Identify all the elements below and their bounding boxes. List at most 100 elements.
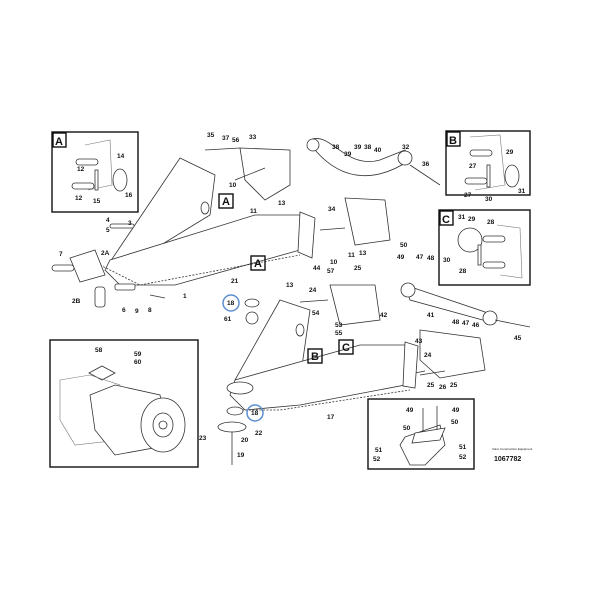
highlight-circle xyxy=(246,404,264,422)
part-number: 12 xyxy=(75,195,83,202)
part-number: 40 xyxy=(374,147,382,154)
part-number: 36 xyxy=(422,161,430,168)
top-right-labels: 38 39 39 38 40 32 36 34 50 49 10 11 13 4… xyxy=(328,144,522,342)
part-number: 39 xyxy=(354,144,362,151)
inset-a-labels: 14 12 12 15 16 xyxy=(75,153,133,205)
part-number: 19 xyxy=(237,452,245,459)
part-number: 25 xyxy=(354,265,362,272)
part-number: 38 xyxy=(364,144,372,151)
part-number: 8 xyxy=(148,307,152,314)
part-number: 57 xyxy=(327,268,335,275)
part-number: 37 xyxy=(222,135,230,142)
part-number: 24 xyxy=(309,287,317,294)
upper-a-frame xyxy=(51,147,316,308)
inset-b-letter: B xyxy=(449,135,457,147)
part-number: 35 xyxy=(207,132,215,139)
part-number: 25 xyxy=(450,382,458,389)
part-number: 33 xyxy=(249,134,257,141)
inset-c xyxy=(438,209,531,286)
highlight-circle xyxy=(222,294,240,312)
part-number: 13 xyxy=(278,200,286,207)
part-number: 2A xyxy=(101,250,110,257)
part-number: 12 xyxy=(77,166,85,173)
part-number: 56 xyxy=(232,137,240,144)
inset-axle xyxy=(49,339,199,468)
part-number: 1 xyxy=(183,293,187,300)
inset-bracket xyxy=(367,398,475,470)
part-number: 31 xyxy=(518,188,526,195)
part-number: 2B xyxy=(72,298,81,305)
inset-c-labels: 31 29 28 30 28 xyxy=(443,214,495,275)
part-number: 16 xyxy=(125,192,133,199)
part-number: 28 xyxy=(487,219,495,226)
top-left-labels: 35 37 56 33 10 11 13 4 5 3 2A 7 1 6 9 8 … xyxy=(59,132,286,315)
section-tag-a: A xyxy=(254,258,262,270)
part-number: 22 xyxy=(255,430,263,437)
section-tag-boxes xyxy=(218,193,354,364)
part-number: 46 xyxy=(472,322,480,329)
part-number: 9 xyxy=(135,308,139,315)
part-number: 38 xyxy=(332,144,340,151)
part-number: 49 xyxy=(452,407,460,414)
torque-rods xyxy=(306,138,531,328)
part-number: 26 xyxy=(439,384,447,391)
part-number: 28 xyxy=(459,268,467,275)
inset-b-labels: 29 27 27 30 31 xyxy=(464,149,526,203)
part-number: 11 xyxy=(250,208,257,215)
part-number: 23 xyxy=(199,435,207,442)
part-number: 49 xyxy=(406,407,414,414)
part-number: 6 xyxy=(122,307,126,314)
part-number: 7 xyxy=(59,251,63,258)
part-number: 29 xyxy=(468,216,476,223)
part-number: 29 xyxy=(506,149,514,156)
part-number: 50 xyxy=(400,242,408,249)
part-number: 50 xyxy=(451,419,459,426)
section-tag-a: A xyxy=(222,196,230,208)
inset-a-letter: A xyxy=(55,136,63,148)
inset-bracket-labels: 49 49 50 50 51 52 51 52 xyxy=(373,407,467,463)
part-number: 58 xyxy=(95,347,103,354)
part-number: 10 xyxy=(330,259,338,266)
part-number: 47 xyxy=(416,254,424,261)
inset-a xyxy=(51,131,139,213)
section-tag-b: B xyxy=(311,351,319,363)
part-number: 44 xyxy=(313,265,321,272)
part-number: 20 xyxy=(241,437,249,444)
reference-number: 1067782 xyxy=(494,456,521,463)
part-number: 51 xyxy=(375,447,383,454)
part-number: 41 xyxy=(427,312,435,319)
part-number: 13 xyxy=(359,250,367,257)
part-number: 55 xyxy=(335,330,343,337)
part-number: 45 xyxy=(514,335,522,342)
part-number: 53 xyxy=(335,322,343,329)
part-number: 18 xyxy=(227,300,235,307)
part-number: 31 xyxy=(458,214,466,221)
part-number: 50 xyxy=(403,425,411,432)
part-number: 39 xyxy=(344,151,352,158)
part-number: 24 xyxy=(424,352,432,359)
part-number: 60 xyxy=(134,359,142,366)
part-number: 30 xyxy=(485,196,493,203)
part-number: 48 xyxy=(427,255,435,262)
part-number: 4 xyxy=(106,217,110,224)
part-number: 14 xyxy=(117,153,125,160)
part-number: 13 xyxy=(286,282,294,289)
part-number: 10 xyxy=(229,182,237,189)
part-number: 52 xyxy=(373,456,381,463)
part-number: 48 xyxy=(452,319,460,326)
part-number: 61 xyxy=(224,316,232,323)
inset-c-letter: C xyxy=(442,214,450,226)
part-number: 3 xyxy=(128,220,132,227)
lower-labels: 43 24 25 26 25 17 18 22 23 20 19 xyxy=(199,338,458,459)
section-tag-c: C xyxy=(342,342,350,354)
part-number: 25 xyxy=(427,382,435,389)
part-number: 15 xyxy=(93,198,101,205)
company-name: Volvo Construction Equipment xyxy=(492,447,532,451)
part-number: 42 xyxy=(380,312,388,319)
part-number: 43 xyxy=(415,338,423,345)
part-number: 59 xyxy=(134,351,142,358)
part-number: 32 xyxy=(402,144,410,151)
lower-a-frame xyxy=(217,298,446,465)
